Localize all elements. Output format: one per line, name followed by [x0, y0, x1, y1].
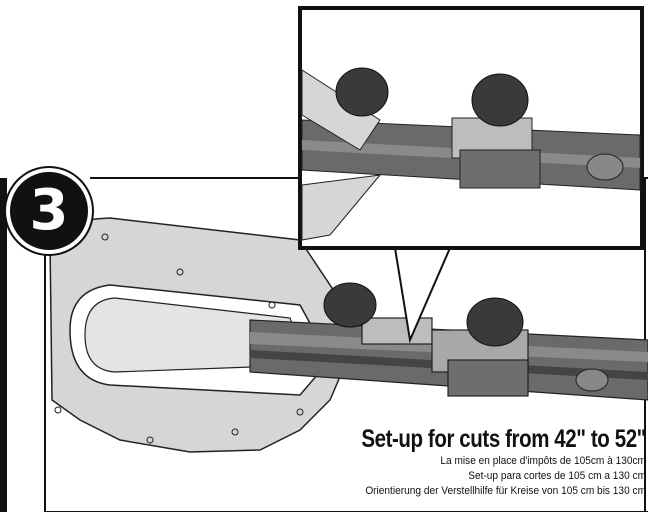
left-edge-bar: [0, 178, 7, 512]
clamp-assembly: [323, 282, 609, 397]
detail-callout: [298, 6, 644, 344]
caption-spanish: Set-up para cortes de 105 cm a 130 cm: [468, 470, 646, 482]
setup-caption: Set-up for cuts from 42" to 52" La mise …: [226, 424, 646, 499]
caption-french: La mise en place d'impôts de 105cm à 130…: [440, 455, 646, 467]
caption-german: Orientierung der Verstellhilfe für Kreis…: [365, 485, 646, 497]
caption-title: Set-up for cuts from 42" to 52": [361, 425, 646, 453]
step-number-badge: 3: [6, 168, 92, 254]
